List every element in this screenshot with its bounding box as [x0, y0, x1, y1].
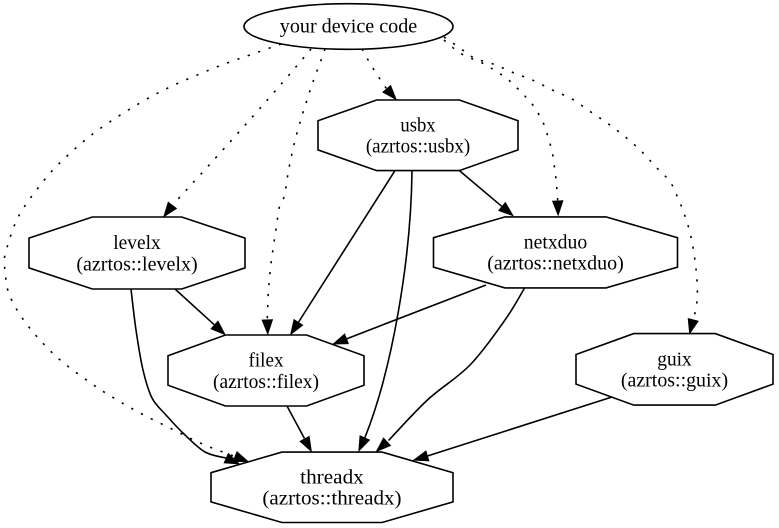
svg-text:netxduo: netxduo — [524, 231, 587, 253]
svg-text:(azrtos::threadx): (azrtos::threadx) — [262, 488, 401, 510]
svg-text:filex: filex — [249, 350, 284, 372]
svg-text:guix: guix — [657, 348, 692, 370]
svg-text:threadx: threadx — [300, 466, 364, 488]
svg-text:(azrtos::filex): (azrtos::filex) — [213, 371, 319, 393]
svg-text:(azrtos::usbx): (azrtos::usbx) — [366, 136, 470, 158]
svg-text:your device code: your device code — [280, 16, 418, 38]
svg-text:levelx: levelx — [113, 232, 160, 254]
svg-text:(azrtos::levelx): (azrtos::levelx) — [76, 253, 197, 275]
svg-text:(azrtos::netxduo): (azrtos::netxduo) — [487, 253, 624, 275]
svg-text:usbx: usbx — [400, 114, 435, 136]
svg-text:(azrtos::guix): (azrtos::guix) — [621, 370, 728, 392]
